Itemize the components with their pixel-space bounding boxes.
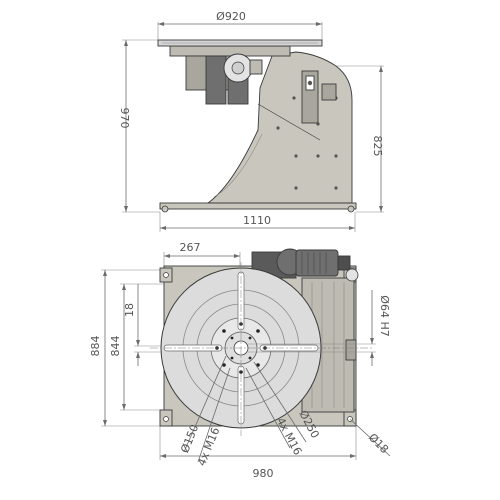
bolt-hole	[222, 329, 226, 333]
top-view: 267 884 844 18 980	[89, 241, 391, 480]
dim-arrows	[370, 338, 374, 358]
bolt-hole	[230, 336, 234, 340]
tilt-handle	[321, 83, 337, 101]
side-view: Ø920 970 825 1110	[118, 10, 384, 232]
pcd-250-leader	[245, 367, 291, 449]
bolt	[334, 186, 338, 190]
dim-267-label: 267	[180, 241, 201, 254]
frame-edge	[213, 133, 263, 198]
bolt-hole	[222, 363, 226, 367]
total-height-label: 970	[118, 108, 131, 129]
foot-pad	[347, 205, 355, 213]
pcd-150-leader	[197, 367, 231, 463]
bolt	[294, 186, 298, 190]
bolt-hole	[230, 356, 234, 360]
bolt-hole	[248, 336, 252, 340]
motor-fan-cover	[337, 255, 351, 271]
tilt-shaft-top	[345, 339, 357, 361]
frame-edge	[257, 103, 321, 141]
dim-980-label: 980	[253, 467, 274, 480]
motor-cap-center	[231, 61, 245, 75]
dim-844-label: 844	[109, 336, 122, 357]
gear-clamp	[249, 59, 263, 75]
tilt-gearbox-shaft	[307, 80, 313, 86]
base-length-label: 1110	[243, 214, 271, 227]
axis-height-label: 825	[371, 136, 384, 157]
bolt	[334, 154, 338, 158]
bolt	[316, 154, 320, 158]
base-plate	[159, 202, 357, 210]
bore-label: Ø64 H7	[378, 295, 391, 336]
hole-leader	[349, 418, 391, 457]
pcd-150-leader	[183, 355, 227, 453]
mounting-hole	[163, 272, 169, 278]
dim-884-label: 884	[89, 336, 102, 357]
bolt-hole	[256, 329, 260, 333]
rotation-motor-side	[205, 55, 227, 105]
bolt	[276, 126, 280, 130]
motor-cap	[345, 268, 359, 282]
mounting-hole	[163, 416, 169, 422]
bolt-hole	[256, 363, 260, 367]
pcd-250-leader	[253, 361, 307, 443]
bolt-hole	[248, 356, 252, 360]
table-diameter-label: Ø920	[216, 10, 246, 23]
hole-18-label: Ø18	[366, 431, 391, 456]
dim-18-label: 18	[123, 303, 136, 317]
pcd-150-label: Ø150	[178, 423, 201, 455]
bolt	[294, 154, 298, 158]
bolt	[292, 96, 296, 100]
foot-pad	[161, 205, 169, 213]
head-arm	[169, 45, 291, 57]
dim-arrows	[136, 340, 140, 358]
